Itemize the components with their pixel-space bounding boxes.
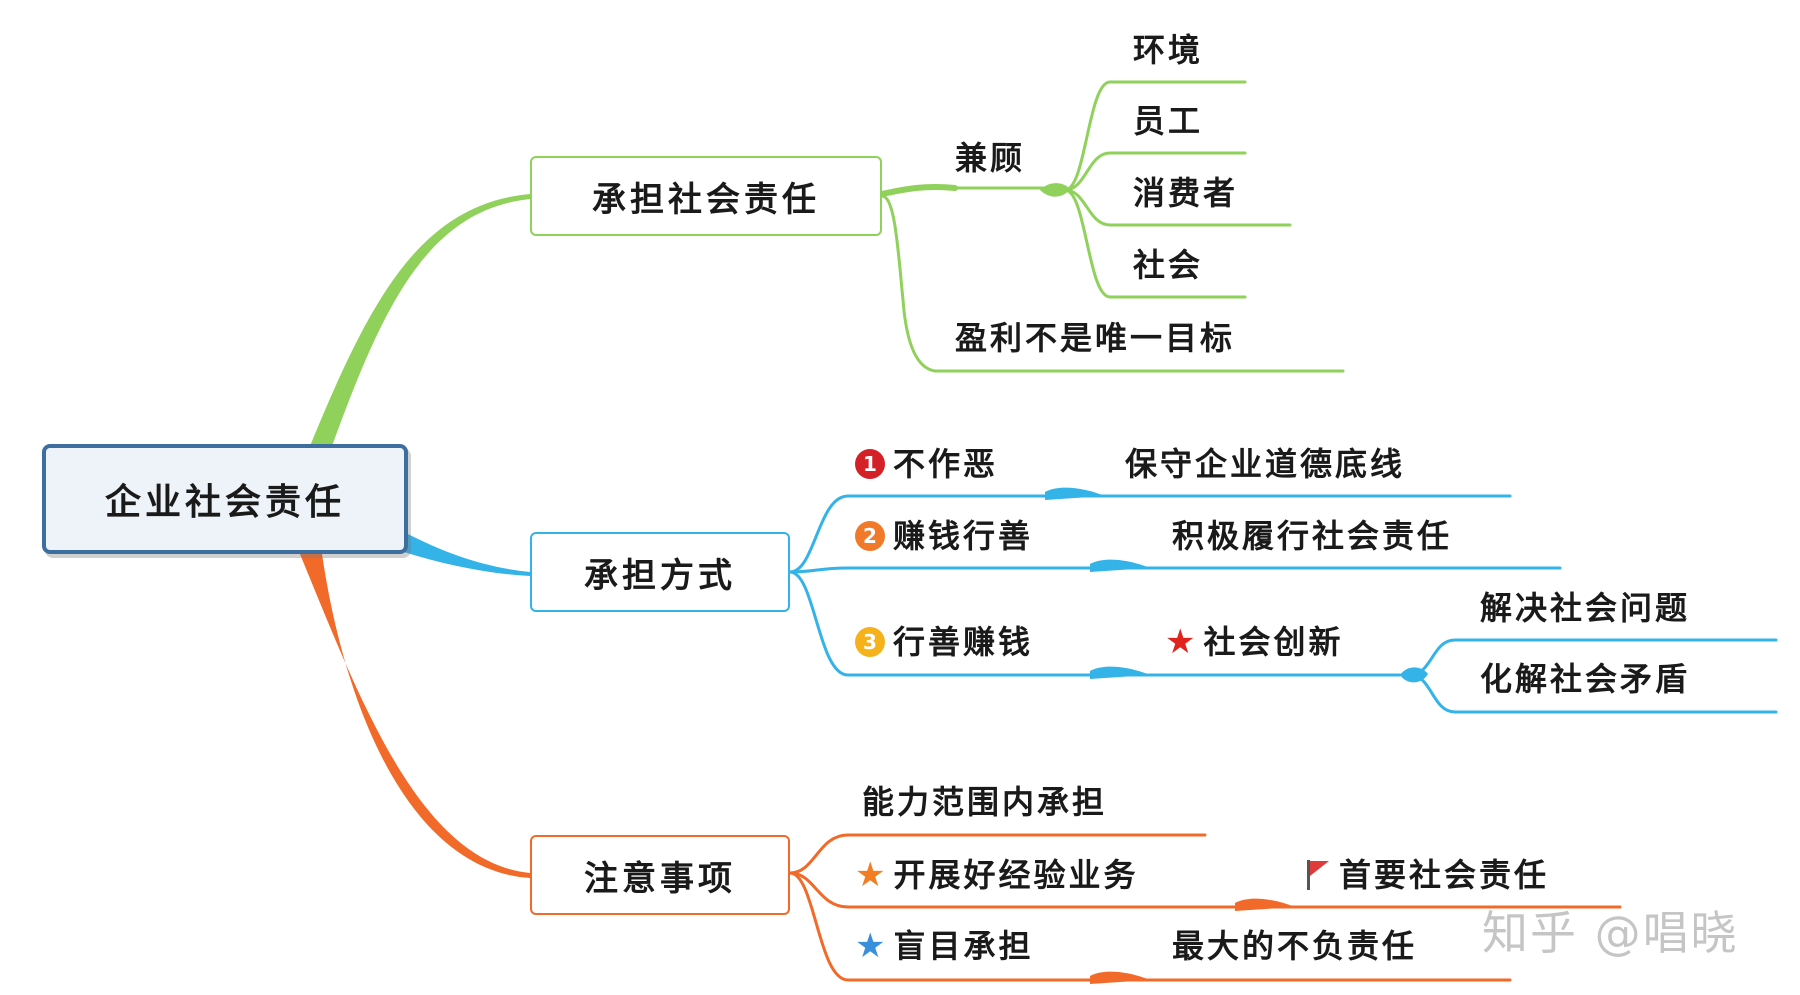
subtopic-method-1[interactable]: 1 不作恶 xyxy=(855,444,998,484)
subtopic-label: 消费者 xyxy=(1133,174,1239,212)
red-flag-icon xyxy=(1307,860,1329,890)
subtopic-method-2[interactable]: 2 赚钱行善 xyxy=(855,516,1033,556)
blue-hub-1 xyxy=(1045,487,1105,500)
root-topic[interactable]: 企业社会责任 xyxy=(42,444,408,554)
subtopic-label: 不作恶 xyxy=(893,445,999,483)
link-root-green xyxy=(310,194,530,446)
subtopic-jiangu-item[interactable]: 员工 xyxy=(1133,101,1203,141)
watermark: 知乎 @唱晓 xyxy=(1482,906,1739,960)
subtopic-label: 盲目承担 xyxy=(893,927,1034,965)
subtopic-label: 兼顾 xyxy=(955,139,1026,177)
subtopic-label: 环境 xyxy=(1133,31,1204,69)
subtopic-social-innovation[interactable]: ★ 社会创新 xyxy=(1165,622,1344,662)
orange-branch-links xyxy=(788,833,1622,982)
green-hub xyxy=(1040,183,1070,197)
subtopic-jiangu-item[interactable]: 消费者 xyxy=(1133,173,1238,213)
subtopic-note-3[interactable]: ★ 盲目承担 xyxy=(855,926,1034,966)
subtopic-jiangu-item[interactable]: 社会 xyxy=(1133,245,1203,285)
subtopic-label: 最大的不负责任 xyxy=(1172,927,1418,965)
subtopic-label: 社会 xyxy=(1133,246,1204,284)
subtopic-label: 积极履行社会责任 xyxy=(1172,517,1453,555)
subtopic-jiangu[interactable]: 兼顾 xyxy=(955,138,1025,178)
subtopic-label: 保守企业道德底线 xyxy=(1125,445,1406,483)
branch-topic-label: 承担社会责任 xyxy=(592,179,820,220)
badge-red-icon: 1 xyxy=(855,449,885,479)
subtopic-profit[interactable]: 盈利不是唯一目标 xyxy=(955,318,1235,358)
orange-hub-1 xyxy=(1235,898,1295,911)
blue-hub-4 xyxy=(1400,667,1428,683)
branch-topic-label: 承担方式 xyxy=(584,555,736,596)
red-star-icon: ★ xyxy=(1165,622,1196,662)
blue-hub-3 xyxy=(1090,666,1150,679)
badge-orange-icon: 2 xyxy=(855,521,885,551)
subtopic-note-3-child[interactable]: 最大的不负责任 xyxy=(1172,926,1417,966)
subtopic-label: 能力范围内承担 xyxy=(862,783,1108,821)
subtopic-innovation-item[interactable]: 化解社会矛盾 xyxy=(1480,659,1690,699)
link-root-orange xyxy=(300,554,530,878)
orange-hub-2 xyxy=(1090,971,1150,984)
orange-star-icon: ★ xyxy=(855,855,886,895)
subtopic-label: 社会创新 xyxy=(1203,623,1344,661)
branch-topic-social-responsibility[interactable]: 承担社会责任 xyxy=(530,156,882,236)
subtopic-note-1[interactable]: 能力范围内承担 xyxy=(862,782,1107,822)
blue-hub-2 xyxy=(1090,559,1150,572)
link-root-blue xyxy=(404,532,530,576)
subtopic-note-2[interactable]: ★ 开展好经验业务 xyxy=(855,855,1139,895)
subtopic-note-2-child[interactable]: 首要社会责任 xyxy=(1305,855,1549,895)
branch-topic-methods[interactable]: 承担方式 xyxy=(530,532,790,612)
blue-star-icon: ★ xyxy=(855,926,886,966)
subtopic-method-2-child[interactable]: 积极履行社会责任 xyxy=(1172,516,1452,556)
root-topic-label: 企业社会责任 xyxy=(104,482,345,523)
subtopic-label: 解决社会问题 xyxy=(1480,589,1691,627)
branch-topic-label: 注意事项 xyxy=(584,858,736,899)
subtopic-label: 盈利不是唯一目标 xyxy=(955,319,1236,357)
subtopic-method-3[interactable]: 3 行善赚钱 xyxy=(855,622,1033,662)
branch-topic-notes[interactable]: 注意事项 xyxy=(530,835,790,915)
subtopic-jiangu-item[interactable]: 环境 xyxy=(1133,30,1203,70)
subtopic-method-1-child[interactable]: 保守企业道德底线 xyxy=(1125,444,1405,484)
subtopic-label: 化解社会矛盾 xyxy=(1480,660,1691,698)
subtopic-innovation-item[interactable]: 解决社会问题 xyxy=(1480,588,1690,628)
subtopic-label: 赚钱行善 xyxy=(893,517,1034,555)
subtopic-label: 首要社会责任 xyxy=(1339,856,1550,894)
subtopic-label: 开展好经验业务 xyxy=(893,856,1139,894)
subtopic-label: 员工 xyxy=(1133,102,1204,140)
green-branch-links xyxy=(879,80,1345,373)
badge-yellow-icon: 3 xyxy=(855,627,885,657)
subtopic-label: 行善赚钱 xyxy=(893,623,1034,661)
